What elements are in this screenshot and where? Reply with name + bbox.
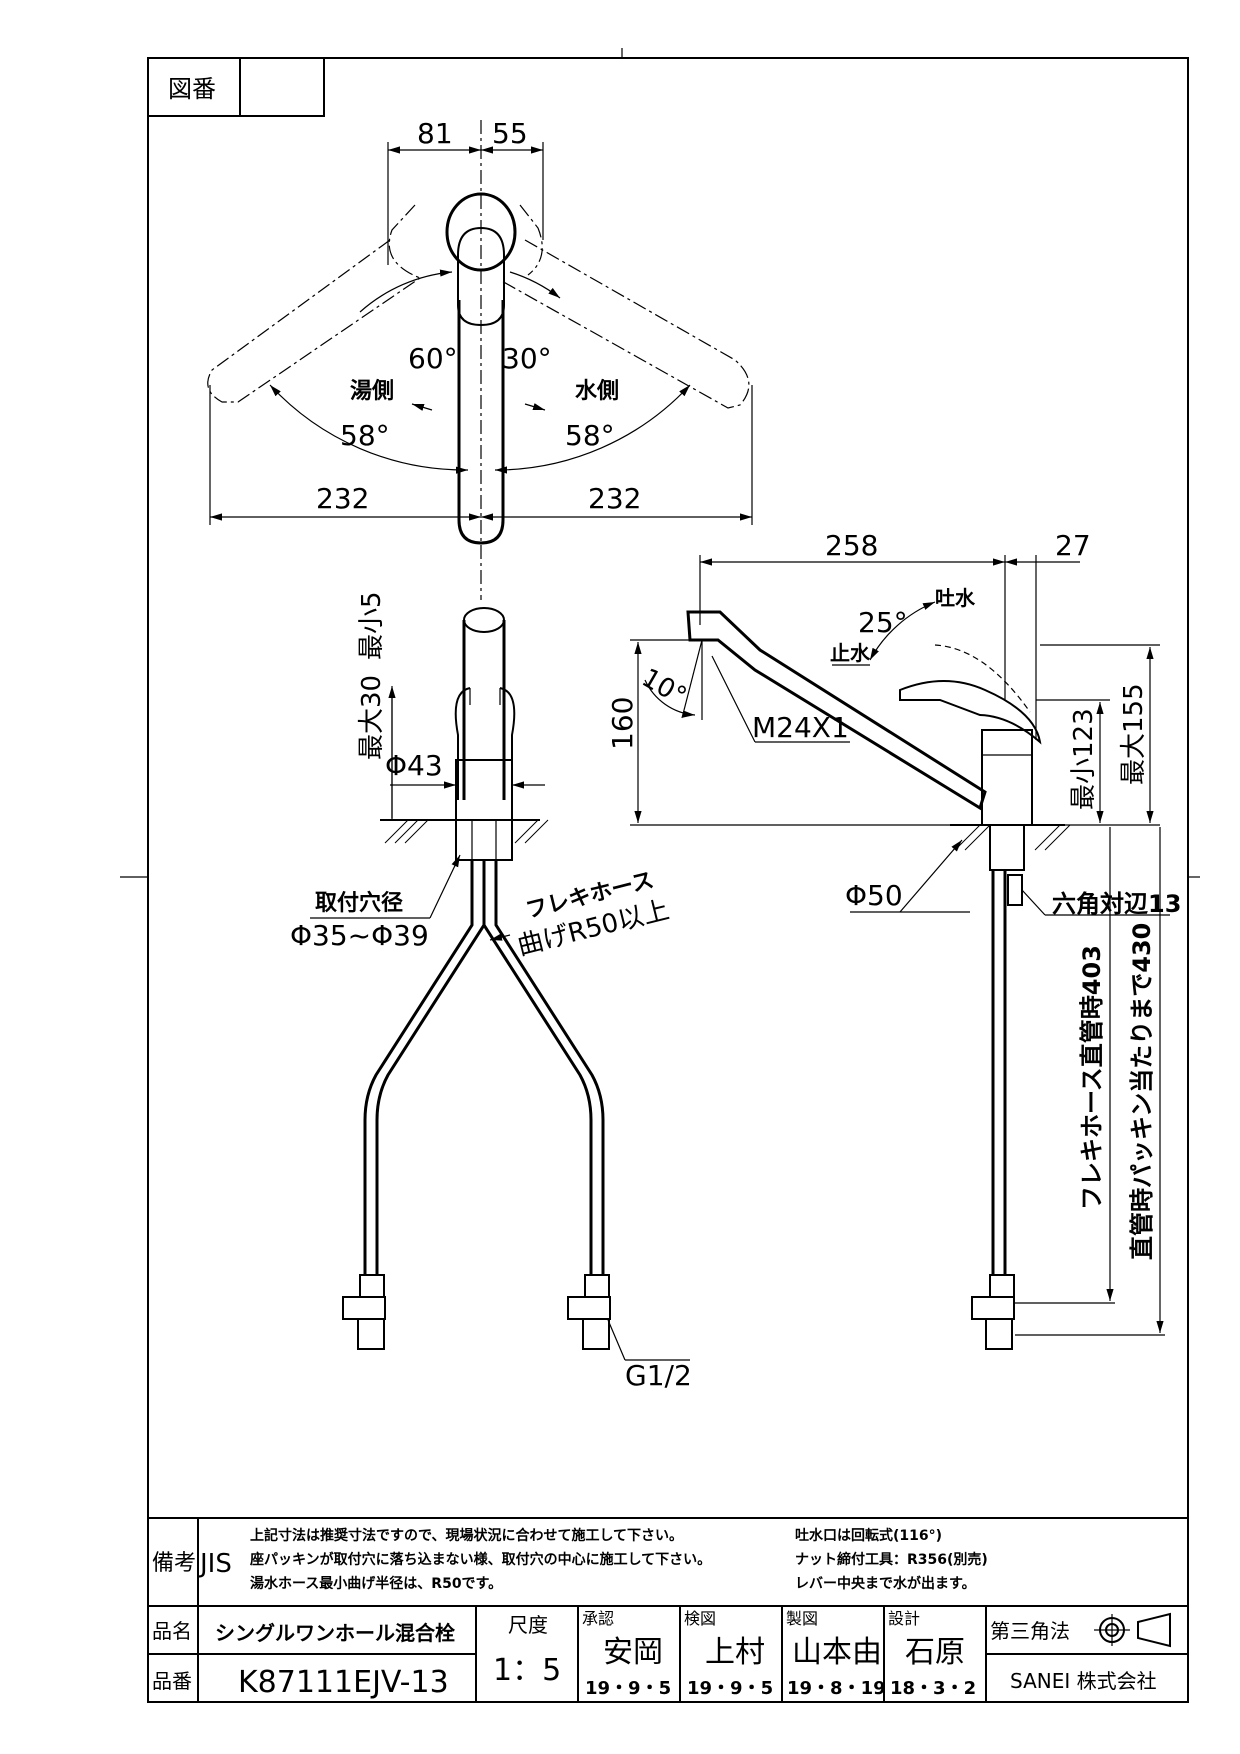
dim-27: 27 (1055, 529, 1091, 562)
checked-label: 検図 (684, 1609, 716, 1628)
side-view: 258 27 25° 吐水 止水 10° M24X1 160 最小123 最大1… (606, 529, 1181, 1350)
drawn-name: 山本由 (792, 1635, 882, 1670)
approved-date: 19・9・5 (585, 1678, 671, 1699)
design-label: 設計 (888, 1609, 920, 1628)
projection-label: 第三角法 (990, 1619, 1070, 1643)
checked-date: 19・9・5 (687, 1678, 773, 1699)
drawn-date: 19・8・19 (787, 1678, 886, 1699)
note-right-2: ナット締付工具：R356(別売) (795, 1551, 988, 1568)
thread-m24: M24X1 (752, 711, 849, 744)
dim-81: 81 (417, 117, 453, 150)
sheet-border (147, 57, 1189, 1703)
drawn-label: 製図 (786, 1609, 818, 1628)
hose-packing-430: 直管時パッキン当たりまで430 (1128, 923, 1156, 1260)
notes-label: 備考 (152, 1551, 196, 1576)
dim-55: 55 (492, 117, 528, 150)
hot-side-label: 湯側 (350, 379, 394, 404)
dim-232-right: 232 (588, 482, 641, 515)
dim-min123: 最小123 (1069, 708, 1099, 810)
number-label: 品番 (152, 1669, 192, 1693)
jis-label: JIS (198, 1549, 232, 1579)
product-name: シングルワンホール混合栓 (215, 1621, 455, 1645)
water-on-label: 吐水 (935, 586, 976, 610)
g-thread: G1/2 (625, 1359, 692, 1392)
note-right-3: レバー中央まで水が出ます。 (795, 1575, 976, 1592)
hex-13: 六角対辺13 (1052, 890, 1181, 918)
hose-straight-403: フレキホース直管時403 (1078, 945, 1106, 1210)
note-line-3: 湯水ホース最小曲げ半径は、R50です。 (250, 1575, 502, 1592)
dim-258: 258 (825, 529, 878, 562)
dim-phi43: Φ43 (385, 749, 443, 782)
company-name: SANEI 株式会社 (1010, 1669, 1157, 1693)
mount-hole-label: 取付穴径 (315, 890, 403, 916)
dim-phi50: Φ50 (845, 879, 903, 912)
design-date: 18・3・2 (890, 1678, 976, 1699)
product-number: K87111EJV-13 (238, 1665, 449, 1700)
angle-60: 60° (408, 342, 458, 375)
note-right-1: 吐水口は回転式(116°) (795, 1527, 942, 1544)
dim-max30: 最大30 (357, 675, 387, 760)
notes-band: 備考 JIS 上記寸法は推奨寸法ですので、現場状況に合わせて施工して下さい。 座… (148, 1517, 1188, 1607)
dim-min5: 最小5 (357, 591, 387, 660)
approved-label: 承認 (582, 1609, 614, 1628)
angle-30: 30° (502, 342, 552, 375)
angle-10: 10° (637, 663, 692, 712)
drawing-number-box (147, 57, 325, 117)
cold-side-label: 水側 (575, 379, 619, 404)
angle-25: 25° (858, 606, 908, 639)
third-angle-projection-icon (1094, 1612, 1171, 1648)
note-line-2: 座パッキンが取付穴に落ち込まない様、取付穴の中心に施工して下さい。 (250, 1551, 711, 1568)
mount-hole-value: Φ35~Φ39 (290, 919, 429, 952)
top-view: 81 55 60° 30° 湯側 水側 58° 58° 232 232 (207, 117, 753, 600)
name-label: 品名 (152, 1619, 192, 1643)
scale-value: 1：5 (493, 1653, 561, 1688)
checked-name: 上村 (705, 1635, 765, 1670)
title-block: 品名 シングルワンホール混合栓 品番 K87111EJV-13 尺度 1：5 承… (148, 1606, 1188, 1702)
approved-name: 安岡 (603, 1635, 663, 1670)
dim-160: 160 (606, 697, 639, 750)
scale-label: 尺度 (508, 1613, 548, 1637)
dim-max155: 最大155 (1119, 683, 1149, 785)
water-off-label: 止水 (830, 641, 871, 665)
drawing-number-label: 図番 (168, 75, 216, 103)
angle-58-left: 58° (340, 419, 390, 452)
design-name: 石原 (905, 1635, 965, 1670)
note-line-1: 上記寸法は推奨寸法ですので、現場状況に合わせて施工して下さい。 (250, 1527, 683, 1544)
angle-58-right: 58° (565, 419, 615, 452)
dim-232-left: 232 (316, 482, 369, 515)
